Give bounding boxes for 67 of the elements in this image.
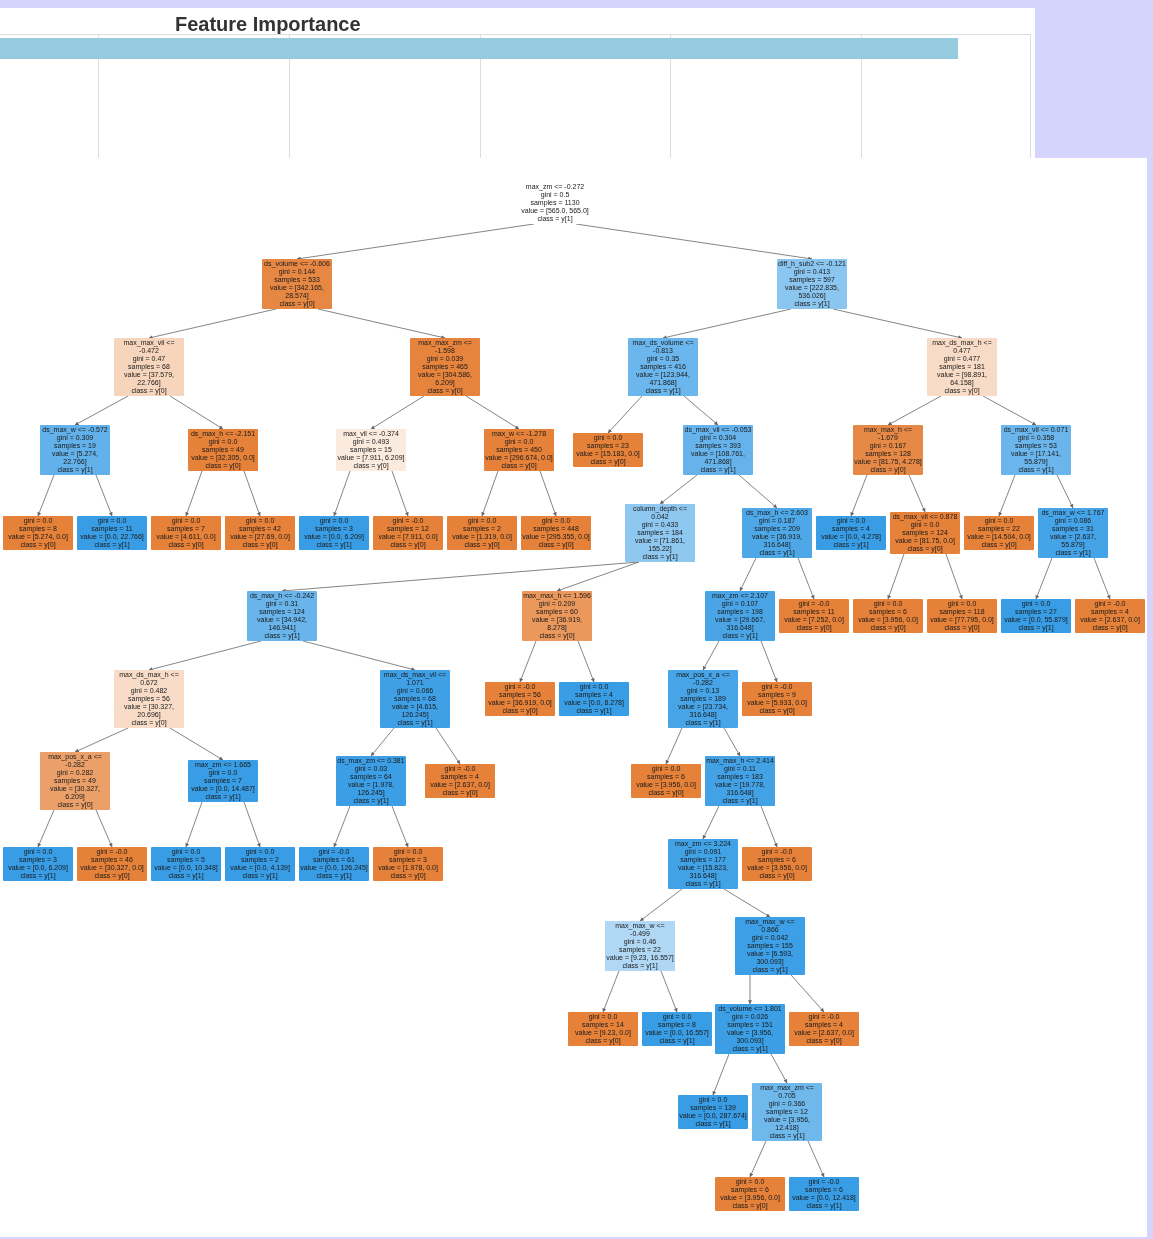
tree-node-box [3, 516, 73, 550]
tree-node-box [77, 847, 147, 881]
tree-node-box [247, 591, 317, 641]
tree-node-box [628, 338, 698, 396]
tree-node-box [631, 764, 701, 798]
tree-node-box [752, 1083, 822, 1141]
tree-node-box [299, 516, 369, 550]
tree-node-box [605, 921, 675, 971]
tree-node-box [705, 756, 775, 806]
tree-node-box [742, 508, 812, 558]
tree-node-box [927, 338, 997, 396]
tree-node-box [299, 847, 369, 881]
tree-node-box [683, 425, 753, 475]
tree-node-box [151, 516, 221, 550]
tree-node-box [188, 760, 258, 802]
tree-node-box [114, 338, 184, 396]
tree-node-box [225, 847, 295, 881]
tree-node-box [777, 259, 847, 309]
tree-node-box [410, 338, 480, 396]
tree-node-box [114, 670, 184, 728]
tree-node-box [678, 1095, 748, 1129]
tree-node-box [40, 425, 110, 475]
tree-node-box [927, 599, 997, 633]
tree-node-box [642, 1012, 712, 1046]
tree-node-box [715, 1004, 785, 1054]
tree-node-box [742, 682, 812, 716]
tree-node-box [625, 504, 695, 562]
chart-title: Feature Importance [175, 12, 361, 37]
tree-node-box [668, 839, 738, 889]
tree-node-box [735, 917, 805, 975]
tree-node-box [262, 259, 332, 309]
tree-node-box [151, 847, 221, 881]
tree-node-box [1001, 425, 1071, 475]
tree-node-box [890, 512, 960, 554]
tree-node-box [742, 847, 812, 881]
tree-node-box [705, 591, 775, 641]
tree-node-box [853, 599, 923, 633]
tree-node-box [40, 752, 110, 810]
tree-node-box [447, 516, 517, 550]
tree-node-box [1001, 599, 1071, 633]
tree-node-box [336, 756, 406, 806]
tree-node-box [521, 516, 591, 550]
tree-node-box [715, 1177, 785, 1211]
tree-node-box [336, 429, 406, 471]
tree-node-box [188, 429, 258, 471]
tree-node-box [77, 516, 147, 550]
tree-node-box [964, 516, 1034, 550]
tree-node-box [380, 670, 450, 728]
tree-node-box [1038, 508, 1108, 558]
tree-node-box [559, 682, 629, 716]
tree-node-box [779, 599, 849, 633]
tree-node-box [816, 516, 886, 550]
tree-node-box [1075, 599, 1145, 633]
tree-node-box [522, 591, 592, 641]
tree-node-box [789, 1177, 859, 1211]
tree-node-box [568, 1012, 638, 1046]
tree-node-box [225, 516, 295, 550]
tree-node-box [373, 847, 443, 881]
tree-node-box [485, 682, 555, 716]
tree-node-box [853, 425, 923, 475]
tree-node-box [668, 670, 738, 728]
tree-node-box [484, 429, 554, 471]
tree-node-box [789, 1012, 859, 1046]
tree-node-box [3, 847, 73, 881]
tree-node-box [425, 764, 495, 798]
tree-node-box [573, 433, 643, 467]
tree-node-box [373, 516, 443, 550]
